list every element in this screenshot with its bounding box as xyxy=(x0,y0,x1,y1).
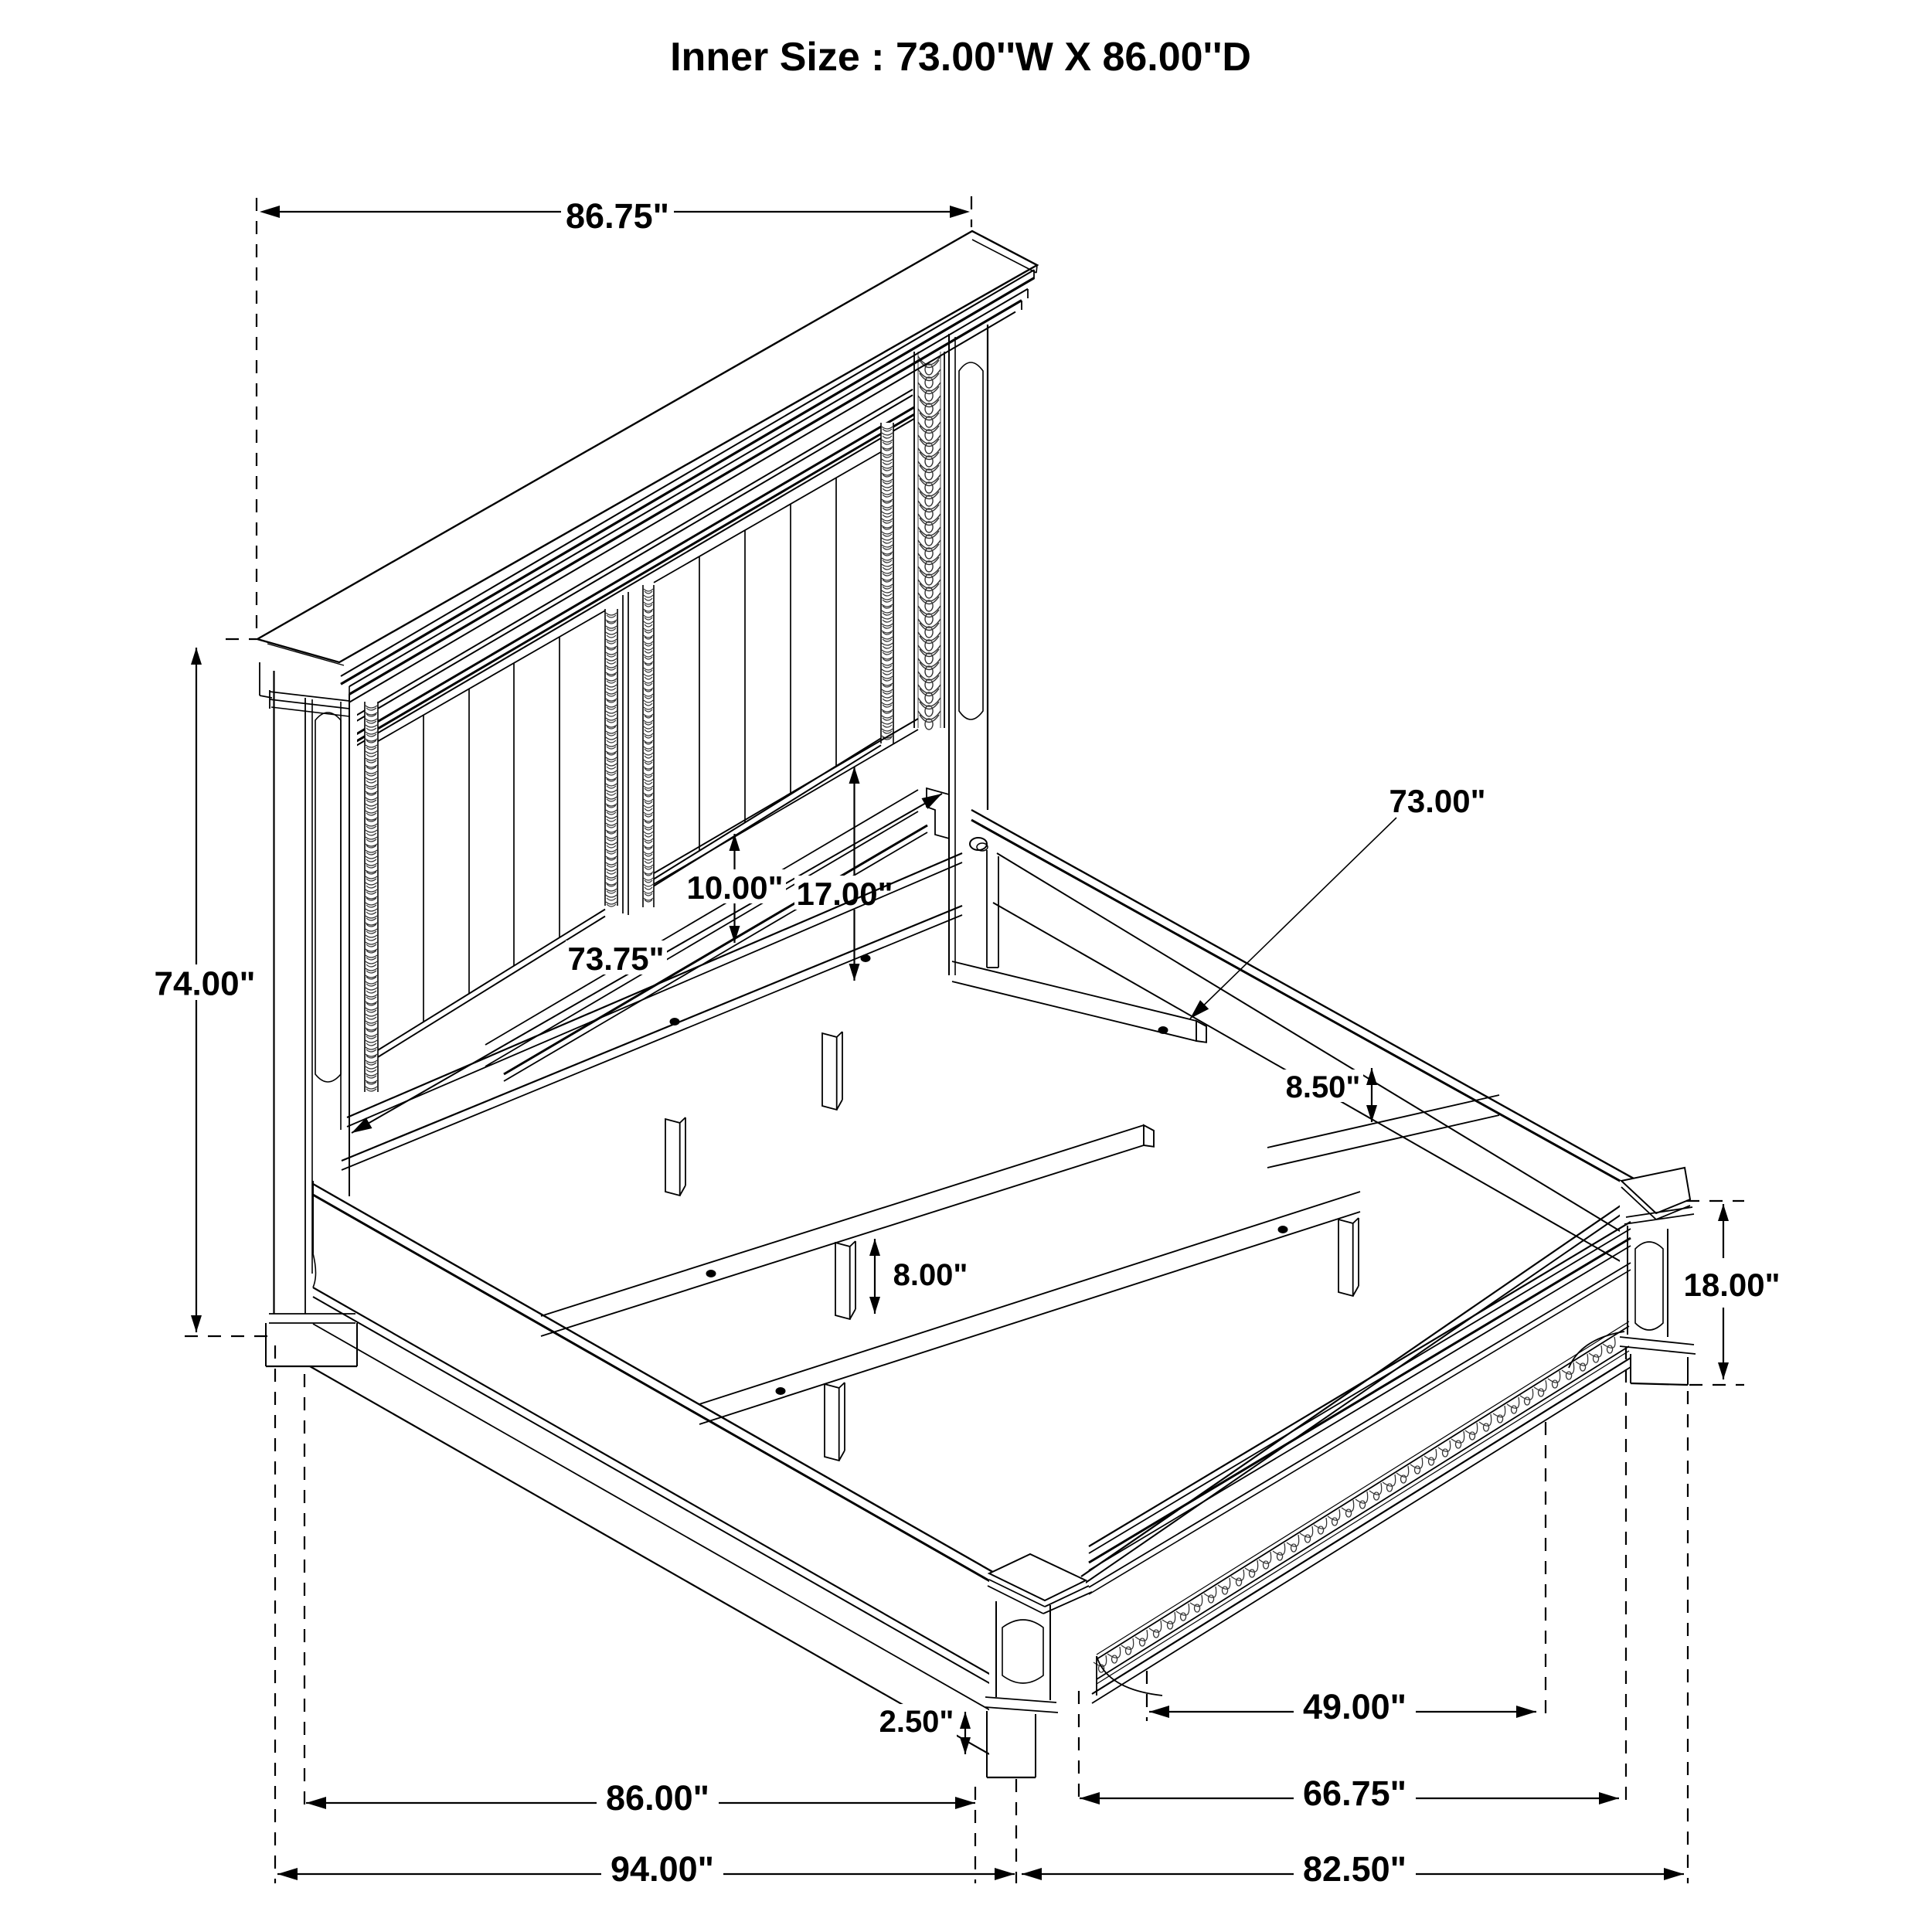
svg-text:Inner Size : 73.00''W X 86.00': Inner Size : 73.00''W X 86.00''D xyxy=(670,35,1251,80)
svg-text:74.00": 74.00" xyxy=(155,965,256,1003)
svg-text:49.00": 49.00" xyxy=(1303,1687,1406,1726)
svg-text:73.75": 73.75" xyxy=(567,940,664,977)
svg-text:82.50": 82.50" xyxy=(1303,1849,1406,1889)
svg-text:73.00": 73.00" xyxy=(1389,783,1485,819)
svg-text:86.75": 86.75" xyxy=(566,196,669,236)
svg-text:86.00": 86.00" xyxy=(606,1778,709,1818)
svg-text:94.00": 94.00" xyxy=(611,1849,714,1889)
svg-text:2.50": 2.50" xyxy=(879,1705,954,1739)
svg-text:17.00": 17.00" xyxy=(796,876,893,912)
svg-text:10.00": 10.00" xyxy=(686,869,783,906)
svg-text:8.50": 8.50" xyxy=(1286,1070,1361,1104)
svg-text:66.75": 66.75" xyxy=(1303,1774,1406,1813)
svg-text:8.00": 8.00" xyxy=(893,1258,968,1292)
svg-text:18.00": 18.00" xyxy=(1683,1267,1780,1303)
